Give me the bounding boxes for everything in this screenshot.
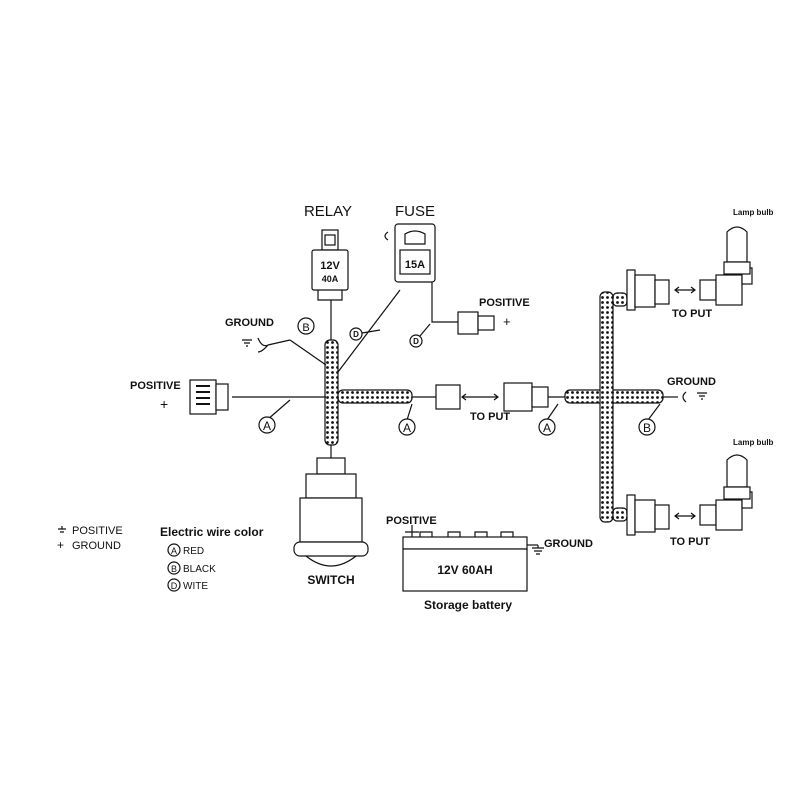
legend-plus-glyph: + [57,538,64,552]
wire-marker-a [258,416,276,434]
fuse: 15A FUSE [384,203,436,283]
ground-symbol-left [242,339,252,347]
battery-rating: 12V 60AH [437,563,492,577]
legend-marker-d [167,578,181,592]
battery-label: Storage battery [424,598,512,612]
harness-horizontal-center [337,389,413,404]
positive-top-label: POSITIVE [479,297,530,309]
wire-markers: A A A B B D D [258,317,661,436]
battery-body [402,548,528,592]
relay-label: RELAY [304,203,352,220]
svg-text:D: D [413,337,419,346]
svg-text:A: A [171,546,177,556]
mating-arrow [461,393,499,401]
ground-symbol-battery [532,545,544,555]
svg-text:A: A [263,419,271,433]
lamp-assembly-top: Lamp bulb TO PUT [626,208,774,320]
svg-text:D: D [353,330,359,339]
positive-connector-left: + POSITIVE [130,379,229,415]
ground-left-label: GROUND [225,317,274,329]
plus-symbol-left: + [160,396,168,412]
lamp-assembly-bottom: Lamp bulb TO PUT [626,438,774,548]
wire-fuse-down [337,289,401,373]
legend-marker-b [167,561,181,575]
lamp-bulb-top [726,226,748,263]
plug-male [435,384,461,410]
wire-marker-a [398,418,416,436]
legend-color-red: RED [183,546,204,557]
harness-vertical-relay [324,339,339,446]
lamp-bulb-top-label: Lamp bulb [733,208,774,217]
battery: 12V 60AH POSITIVE GROUND Storage battery [386,515,593,612]
fuse-rating: 15A [405,259,425,271]
legend-positive-label: POSITIVE [72,525,123,537]
ground-right: GROUND [667,376,716,403]
ground-battery-label: GROUND [544,538,593,550]
lamp-bulb-bottom [726,454,748,488]
harness-horizontal-right [564,389,664,404]
to-put-bottom-label: TO PUT [670,536,710,548]
wire-marker-a [538,418,556,436]
wire-fuse-positive [431,280,458,323]
svg-text:B: B [643,421,651,435]
wire-ground-left [289,339,327,366]
legend-ground-label: GROUND [72,540,121,552]
legend-title: Electric wire color [160,525,264,539]
svg-text:B: B [302,322,309,334]
legend: POSITIVE + GROUND Electric wire color A … [57,525,264,592]
relay-voltage: 12V [320,260,340,272]
lamp-bulb-bottom-label: Lamp bulb [733,438,774,447]
relay-terminal [321,229,339,251]
legend-ground-glyph [58,526,66,533]
ground-left: GROUND [225,317,274,353]
plug-female [503,382,533,412]
wire-marker-d [349,327,363,341]
switch: SWITCH [293,457,369,587]
svg-text:A: A [403,421,411,435]
wire-marker-d [409,334,423,348]
legend-color-white: WITE [183,581,208,592]
wire-marker-b [638,418,656,436]
relay: 12V 40A RELAY [304,203,352,301]
relay-body [311,249,349,291]
svg-text:B: B [171,564,177,574]
wire-marker-b [297,317,315,335]
ground-right-label: GROUND [667,376,716,388]
svg-text:D: D [171,581,178,591]
plus-symbol-top: + [503,314,511,329]
fuse-body [394,223,436,283]
positive-connector-top: + POSITIVE [457,297,530,335]
svg-text:A: A [543,421,551,435]
harness-vertical-right [599,291,614,523]
harness-branch-bottom [612,507,628,522]
ground-symbol-right [697,392,707,400]
legend-color-black: BLACK [183,564,216,575]
legend-marker-a [167,543,181,557]
to-put-top-label: TO PUT [672,308,712,320]
positive-battery-label: POSITIVE [386,515,437,527]
to-put-mid-label: TO PUT [470,411,510,423]
positive-left-label: POSITIVE [130,380,181,392]
harness-branch-top [612,292,628,307]
thin-wires [232,280,678,546]
center-plugs: TO PUT [435,382,549,423]
fuse-label: FUSE [395,203,435,220]
relay-amperage: 40A [322,274,339,284]
switch-label: SWITCH [307,573,354,587]
wire-ground-tail [267,339,291,346]
